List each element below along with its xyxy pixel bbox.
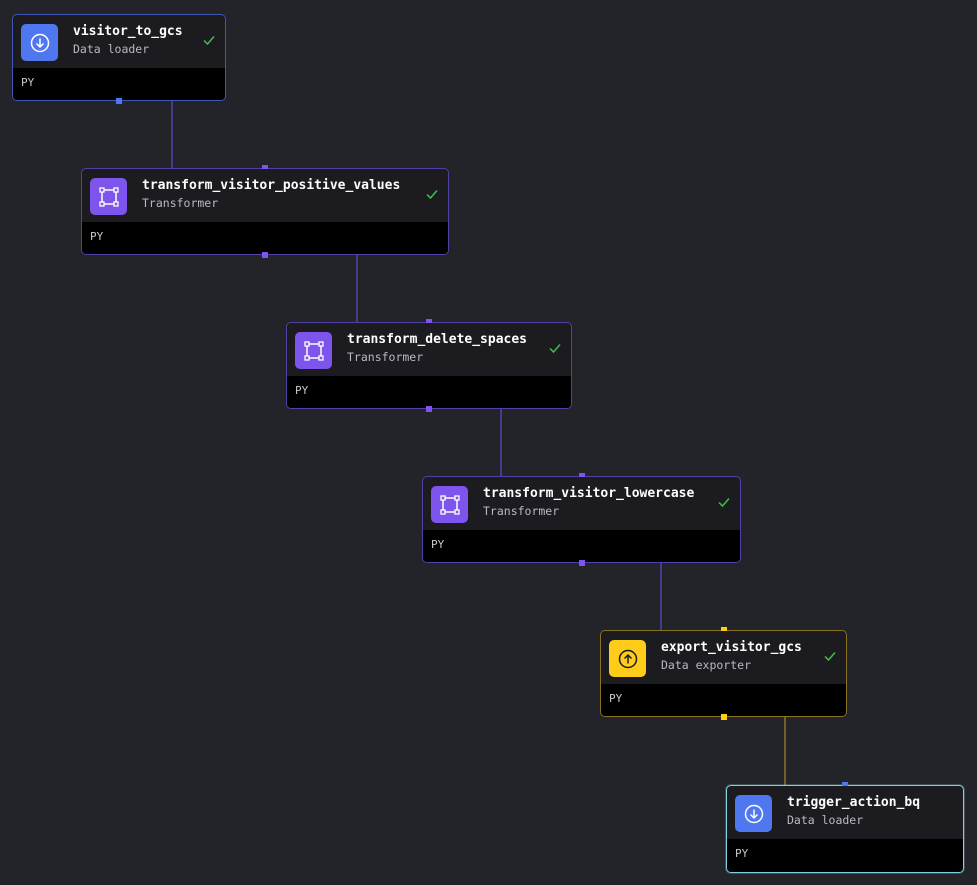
input-port[interactable] — [579, 473, 585, 479]
block-transform-visitor-lowercase[interactable]: transform_visitor_lowercase Transformer … — [422, 473, 741, 566]
block-body: PY — [82, 222, 448, 254]
block-header: visitor_to_gcs Data loader — [13, 15, 225, 68]
output-port[interactable] — [579, 560, 585, 566]
block-header: transform_visitor_lowercase Transformer — [423, 477, 740, 530]
block-type: Transformer — [347, 350, 424, 364]
output-port[interactable] — [426, 406, 432, 412]
block-type: Transformer — [483, 504, 560, 518]
check-icon — [203, 36, 215, 46]
download-icon — [21, 24, 58, 61]
input-port[interactable] — [426, 319, 432, 325]
block-language: PY — [295, 384, 309, 397]
block-body: PY — [727, 839, 963, 872]
block-language: PY — [21, 76, 35, 89]
block-header: transform_visitor_positive_values Transf… — [82, 169, 448, 222]
block-language: PY — [609, 692, 623, 705]
block-name: transform_visitor_positive_values — [142, 178, 401, 193]
check-icon — [426, 190, 438, 200]
block-export-visitor-gcs[interactable]: export_visitor_gcs Data exporter PY — [600, 627, 847, 720]
upload-icon — [609, 640, 646, 677]
block-type: Data loader — [787, 813, 864, 827]
block-name: transform_visitor_lowercase — [483, 486, 695, 501]
check-icon — [718, 498, 730, 508]
block-type: Data exporter — [661, 658, 752, 672]
check-icon — [824, 652, 836, 662]
transform-square-icon — [295, 332, 332, 369]
block-type: Transformer — [142, 196, 219, 210]
block-language: PY — [90, 230, 104, 243]
input-port[interactable] — [262, 165, 268, 171]
transform-square-icon — [90, 178, 127, 215]
output-port[interactable] — [721, 714, 727, 720]
input-port[interactable] — [842, 782, 848, 788]
block-name: export_visitor_gcs — [661, 640, 802, 655]
check-icon — [549, 344, 561, 354]
output-port[interactable] — [116, 98, 122, 104]
block-body: PY — [423, 530, 740, 562]
block-name: visitor_to_gcs — [73, 24, 183, 39]
block-type: Data loader — [73, 42, 150, 56]
block-header: trigger_action_bq Data loader — [727, 786, 963, 839]
block-transform-visitor-positive-values[interactable]: transform_visitor_positive_values Transf… — [81, 165, 449, 258]
block-language: PY — [735, 847, 749, 860]
block-body: PY — [601, 684, 846, 716]
block-name: trigger_action_bq — [787, 795, 921, 810]
block-name: transform_delete_spaces — [347, 332, 528, 347]
download-icon — [735, 795, 772, 832]
block-visitor-to-gcs[interactable]: visitor_to_gcs Data loader PY — [12, 14, 226, 104]
block-body: PY — [287, 376, 571, 408]
transform-square-icon — [431, 486, 468, 523]
output-port[interactable] — [262, 252, 268, 258]
block-header: transform_delete_spaces Transformer — [287, 323, 571, 376]
input-port[interactable] — [721, 627, 727, 633]
block-language: PY — [431, 538, 445, 551]
block-header: export_visitor_gcs Data exporter — [601, 631, 846, 684]
block-trigger-action-bq[interactable]: trigger_action_bq Data loader PY — [726, 782, 964, 873]
block-body: PY — [13, 68, 225, 100]
block-transform-delete-spaces[interactable]: transform_delete_spaces Transformer PY — [286, 319, 572, 412]
